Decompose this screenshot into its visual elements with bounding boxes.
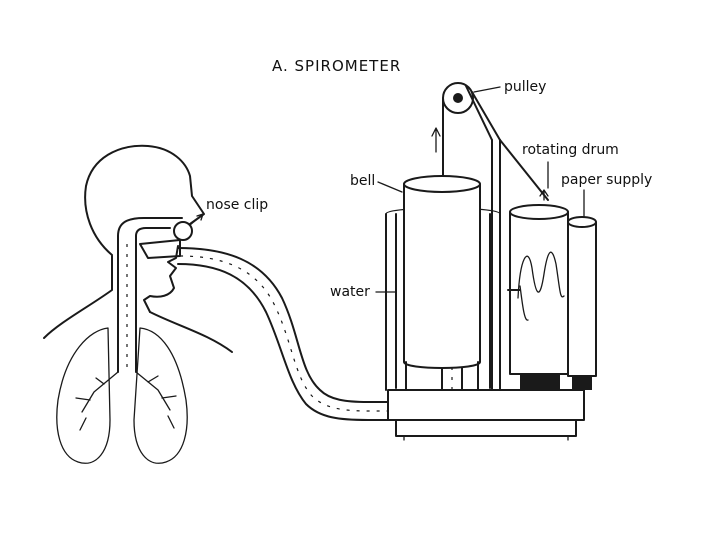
cord-support-left — [465, 85, 493, 141]
trachea-tube — [117, 235, 137, 373]
nose-clip-leader — [189, 213, 204, 226]
base-platform — [387, 389, 585, 421]
pen-arrow — [539, 189, 549, 201]
label-rotating-drum: rotating drum — [522, 142, 619, 158]
bronchi — [75, 371, 177, 431]
drum-motor — [520, 374, 560, 390]
neck-shoulder-left — [43, 255, 113, 339]
hose-lower-wall — [177, 263, 463, 421]
base-feet — [403, 435, 569, 441]
paper-supply-roll — [567, 221, 597, 377]
label-paper-supply: paper supply — [561, 172, 652, 188]
left-lung — [56, 327, 111, 464]
base-lower — [395, 419, 577, 437]
right-lung — [133, 327, 188, 464]
mouth-tube-upper — [117, 217, 183, 237]
label-pulley: pulley — [504, 79, 546, 95]
cord-support-right — [471, 91, 501, 141]
mouth-tube-lower — [135, 227, 171, 237]
bell — [403, 183, 481, 369]
nose-clip — [173, 221, 193, 241]
cord-to-pen — [499, 139, 549, 201]
human-figure — [43, 144, 233, 464]
paper-supply-top — [567, 216, 597, 228]
spirometer-apparatus — [385, 82, 597, 441]
nose-clip-arrow — [196, 213, 204, 221]
neck-shoulder-right — [149, 311, 233, 353]
mouthpiece — [139, 239, 181, 259]
head-outline — [84, 144, 205, 313]
bell-supports — [405, 361, 479, 391]
diagram-title: A. SPIROMETER — [272, 57, 401, 75]
labels: pulley rotating drum paper supply bell n… — [206, 79, 652, 300]
label-nose-clip: nose clip — [206, 197, 268, 213]
water-tank-inner — [395, 213, 491, 389]
upward-arrow — [431, 127, 441, 153]
label-bell: bell — [350, 173, 375, 189]
spirogram-trace — [517, 251, 565, 299]
bell-top — [403, 175, 481, 193]
vertical-post — [491, 139, 501, 391]
leader-pulley — [473, 86, 501, 93]
pulley-axle — [453, 93, 463, 103]
paper-supply-base — [572, 376, 592, 390]
leader-bell — [377, 181, 403, 193]
label-water: water — [330, 284, 370, 300]
hose-upper-wall — [177, 247, 443, 403]
rotating-drum-top — [509, 204, 569, 220]
